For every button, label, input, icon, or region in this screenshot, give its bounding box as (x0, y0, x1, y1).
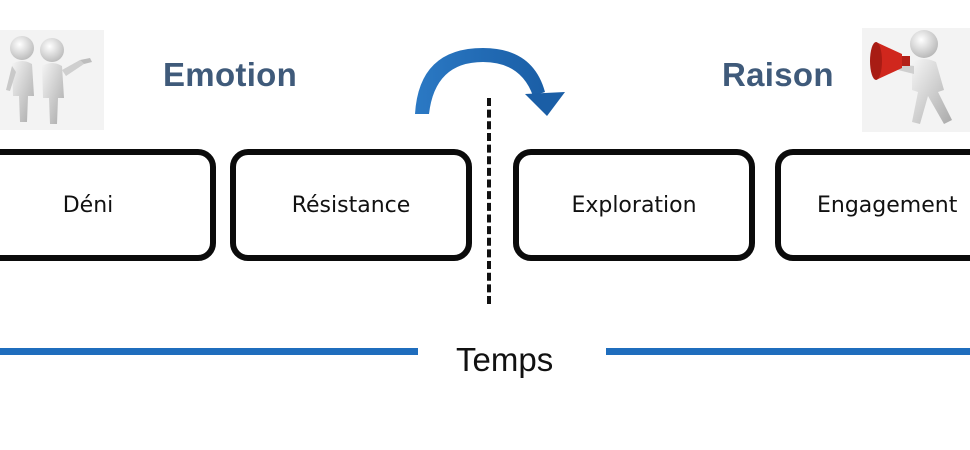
time-axis-left (0, 348, 418, 355)
two-figures-talking-icon (0, 30, 104, 130)
phase-divider (487, 98, 491, 304)
time-axis-right (606, 348, 970, 355)
emotion-heading: Emotion (163, 56, 298, 93)
figure-with-megaphone-icon (862, 28, 970, 132)
stage-engagement: Engagement (775, 149, 970, 261)
curved-arrow-icon (415, 48, 565, 116)
raison-heading: Raison (722, 56, 834, 93)
stage-deni: Déni (0, 149, 216, 261)
stage-resistance: Résistance (230, 149, 472, 261)
time-axis-label: Temps (456, 341, 554, 378)
stage-exploration: Exploration (513, 149, 755, 261)
